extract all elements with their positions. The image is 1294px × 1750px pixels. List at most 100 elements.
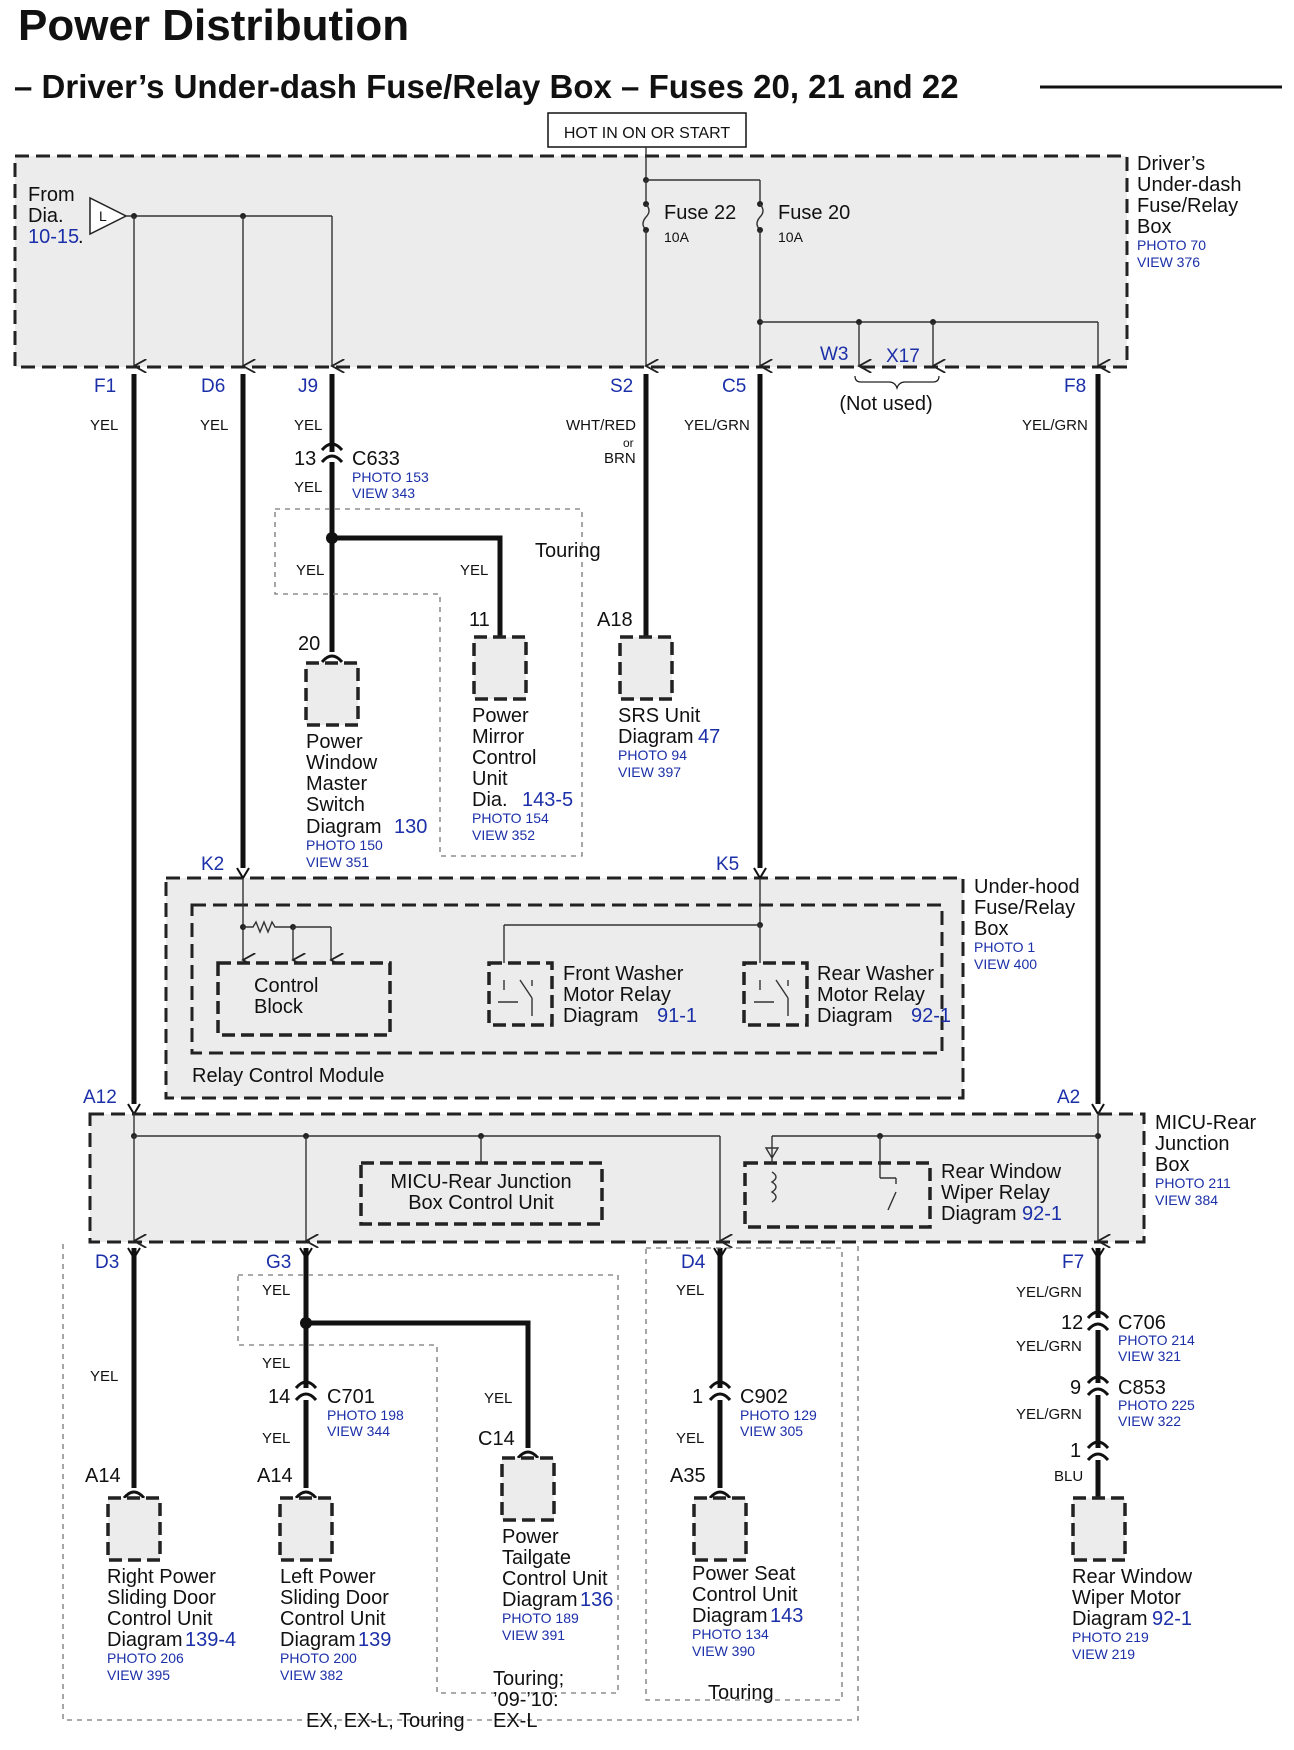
power-mirror-control-unit-box bbox=[472, 635, 528, 701]
svg-text:PHOTO 198: PHOTO 198 bbox=[327, 1407, 404, 1423]
rear-washer-relay-icon bbox=[754, 979, 789, 1016]
svg-text:Mirror: Mirror bbox=[472, 726, 525, 748]
driver-box-label: Driver’s bbox=[1137, 153, 1205, 175]
svg-text:PHOTO 211: PHOTO 211 bbox=[1155, 1175, 1231, 1191]
mirror-unit-diagram-link[interactable]: 143-5 bbox=[522, 789, 573, 811]
micu-control-unit-box bbox=[359, 1161, 604, 1226]
terminal-k5: K5 bbox=[716, 854, 739, 875]
svg-text:PHOTO 70: PHOTO 70 bbox=[1137, 237, 1206, 253]
pwm-switch-label: Power bbox=[306, 731, 363, 753]
not-used-label: (Not used) bbox=[839, 393, 932, 415]
svg-text:YEL: YEL bbox=[262, 1355, 290, 1372]
terminal-f7: F7 bbox=[1062, 1252, 1084, 1273]
ex-exl-touring-region bbox=[62, 1244, 859, 1721]
rear-washer-relay-box bbox=[742, 961, 809, 1027]
mirror-unit-pin: 11 bbox=[469, 609, 490, 631]
right-door-label: Right Power bbox=[107, 1566, 216, 1588]
pwm-switch-diagram-link[interactable]: 130 bbox=[394, 816, 427, 838]
svg-text:Control Unit: Control Unit bbox=[280, 1608, 386, 1630]
terminal-f8: F8 bbox=[1064, 376, 1086, 397]
c853-label: C853 bbox=[1118, 1377, 1166, 1399]
svg-text:YEL: YEL bbox=[90, 1368, 118, 1385]
wiper-motor-pin: 1 bbox=[1070, 1440, 1081, 1462]
tailgate-pin: C14 bbox=[478, 1428, 515, 1450]
front-washer-diagram-link[interactable]: 91-1 bbox=[657, 1005, 697, 1027]
svg-text:VIEW 321: VIEW 321 bbox=[1118, 1348, 1181, 1364]
svg-text:VIEW 219: VIEW 219 bbox=[1072, 1646, 1135, 1662]
power-seat-control-unit-box bbox=[692, 1496, 748, 1562]
svg-text:.: . bbox=[78, 226, 84, 248]
terminal-d3: D3 bbox=[95, 1252, 119, 1273]
touring-option-region bbox=[274, 508, 583, 857]
svg-text:VIEW 344: VIEW 344 bbox=[327, 1423, 390, 1439]
svg-text:Box: Box bbox=[1137, 216, 1171, 238]
seat-label: Power Seat bbox=[692, 1563, 796, 1585]
svg-text:YEL: YEL bbox=[262, 1282, 290, 1299]
tailgate-diagram-link[interactable]: 136 bbox=[580, 1589, 613, 1611]
svg-text:Dia.: Dia. bbox=[28, 205, 64, 227]
svg-text:Diagram: Diagram bbox=[107, 1629, 183, 1651]
svg-text:YEL: YEL bbox=[676, 1282, 704, 1299]
wire-tailgate bbox=[306, 1320, 531, 1448]
touring-seat-region bbox=[645, 1247, 843, 1701]
fuse-20-symbol bbox=[756, 203, 764, 231]
seat-diagram-link[interactable]: 143 bbox=[770, 1605, 803, 1627]
svg-text:VIEW 382: VIEW 382 bbox=[280, 1667, 343, 1683]
rear-wiper-relay-diagram-link[interactable]: 92-1 bbox=[1022, 1203, 1062, 1225]
svg-text:Window: Window bbox=[306, 752, 378, 774]
hot-label: HOT IN ON OR START bbox=[564, 125, 730, 142]
svg-text:’09-’10:: ’09-’10: bbox=[493, 1689, 559, 1711]
svg-text:Box Control Unit: Box Control Unit bbox=[408, 1192, 554, 1214]
svg-text:VIEW 343: VIEW 343 bbox=[352, 485, 415, 501]
relay-control-module bbox=[190, 903, 944, 1055]
svg-text:PHOTO 134: PHOTO 134 bbox=[692, 1626, 769, 1642]
c701-label: C701 bbox=[327, 1386, 375, 1408]
wiper-motor-diagram-link[interactable]: 92-1 bbox=[1152, 1608, 1192, 1630]
svg-text:VIEW 391: VIEW 391 bbox=[502, 1627, 565, 1643]
right-door-diagram-link[interactable]: 139-4 bbox=[185, 1629, 236, 1651]
terminal-j9: J9 bbox=[298, 376, 318, 397]
from-arrow-icon bbox=[89, 196, 128, 236]
svg-text:PHOTO 189: PHOTO 189 bbox=[502, 1610, 579, 1626]
rear-washer-relay-label: Rear Washer bbox=[817, 963, 934, 985]
svg-text:Wiper Relay: Wiper Relay bbox=[941, 1182, 1050, 1204]
touring-09-10-region bbox=[237, 1274, 619, 1694]
svg-text:Box: Box bbox=[1155, 1154, 1189, 1176]
fuse-20-label: Fuse 20 bbox=[778, 202, 850, 224]
svg-text:PHOTO 214: PHOTO 214 bbox=[1118, 1332, 1195, 1348]
svg-text:Control Unit: Control Unit bbox=[107, 1608, 213, 1630]
left-door-diagram-link[interactable]: 139 bbox=[358, 1629, 391, 1651]
srs-unit-diagram-link[interactable]: 47 bbox=[698, 726, 720, 748]
power-window-master-switch-box bbox=[304, 661, 360, 727]
wiper-motor-label: Rear Window bbox=[1072, 1566, 1193, 1588]
not-used-brace bbox=[854, 375, 940, 391]
svg-text:PHOTO 94: PHOTO 94 bbox=[618, 747, 687, 763]
svg-text:VIEW 322: VIEW 322 bbox=[1118, 1413, 1181, 1429]
c902-label: C902 bbox=[740, 1386, 788, 1408]
svg-text:YEL: YEL bbox=[676, 1430, 704, 1447]
terminal-d6: D6 bbox=[201, 376, 225, 397]
svg-text:Diagram: Diagram bbox=[618, 726, 694, 748]
svg-text:Diagram: Diagram bbox=[1072, 1608, 1148, 1630]
svg-text:PHOTO 225: PHOTO 225 bbox=[1118, 1397, 1195, 1413]
svg-text:Motor Relay: Motor Relay bbox=[817, 984, 925, 1006]
svg-text:VIEW 376: VIEW 376 bbox=[1137, 254, 1200, 270]
svg-text:YEL: YEL bbox=[460, 562, 488, 579]
left-door-pin: A14 bbox=[257, 1465, 293, 1487]
svg-text:Fuse/Relay: Fuse/Relay bbox=[1137, 195, 1238, 217]
svg-text:VIEW 352: VIEW 352 bbox=[472, 827, 535, 843]
c633-label: C633 bbox=[352, 448, 400, 470]
srs-unit-label: SRS Unit bbox=[618, 705, 701, 727]
page-title: Power Distribution bbox=[18, 1, 409, 50]
svg-text:BLU: BLU bbox=[1054, 1468, 1083, 1485]
svg-text:Under-dash: Under-dash bbox=[1137, 174, 1242, 196]
svg-text:YEL: YEL bbox=[90, 417, 118, 434]
micu-control-unit-label: MICU-Rear Junction bbox=[390, 1171, 571, 1193]
svg-text:YEL/GRN: YEL/GRN bbox=[1022, 417, 1088, 434]
from-dia-link[interactable]: 10-15 bbox=[28, 226, 79, 248]
svg-text:YEL: YEL bbox=[294, 479, 322, 496]
c853-pin: 9 bbox=[1070, 1377, 1081, 1399]
rear-wiper-relay-icon bbox=[764, 1136, 897, 1211]
rear-washer-diagram-link[interactable]: 92-1 bbox=[911, 1005, 951, 1027]
